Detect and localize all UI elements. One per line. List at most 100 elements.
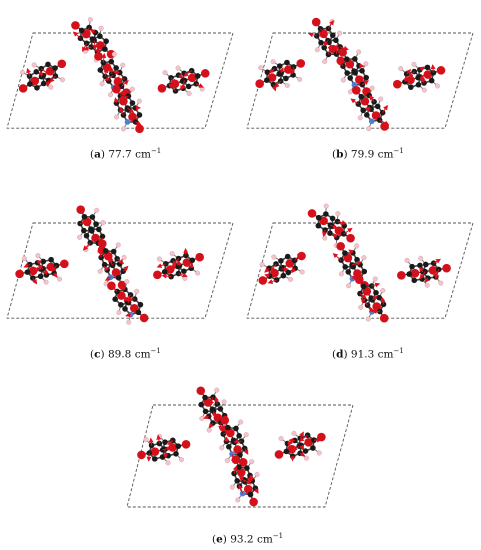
displacement-arrow	[382, 104, 388, 113]
caption-b-letter: b	[336, 148, 344, 161]
hydrogen-atom	[369, 85, 375, 91]
displacement-arrow	[73, 31, 81, 39]
hydrogen-atom	[346, 283, 352, 289]
hydrogen-atom	[126, 319, 132, 325]
carbon-atom	[78, 27, 85, 34]
unit-cell-outline	[126, 404, 354, 508]
hydrogen-atom	[322, 58, 328, 64]
oxygen-atom	[28, 266, 38, 276]
carbon-atom	[278, 266, 285, 272]
carbon-atom	[252, 485, 259, 492]
carbon-atom	[341, 223, 348, 229]
carbon-atom	[146, 450, 153, 456]
crystal-diagram-a	[6, 17, 234, 134]
crystal-diagram-c	[6, 205, 234, 325]
hydrogen-atom	[254, 471, 260, 477]
hydrogen-atom	[178, 457, 184, 463]
displacement-arrow	[40, 68, 50, 76]
hydrogen-atom	[162, 70, 168, 76]
hydrogen-atom	[314, 47, 320, 53]
displacement-arrow	[183, 70, 192, 77]
oxygen-atom	[231, 455, 241, 465]
carbon-atom	[368, 295, 374, 301]
carbon-atom	[411, 277, 418, 284]
carbon-atom	[284, 59, 290, 66]
hydrogen-atom	[224, 458, 230, 464]
oxygen-atom	[181, 440, 191, 449]
hydrogen-atom	[186, 91, 192, 97]
displacement-arrow	[127, 107, 135, 114]
displacement-arrow	[352, 275, 358, 281]
displacement-arrow	[332, 233, 338, 239]
hydrogen-atom	[114, 114, 120, 120]
oxygen-atom	[60, 259, 69, 269]
carbon-atom	[129, 100, 136, 106]
displacement-arrow	[178, 272, 188, 278]
displacement-arrow	[146, 453, 152, 462]
oxygen-atom	[57, 59, 67, 69]
oxygen-atom	[436, 66, 446, 75]
caption-c: (c) 89.8 cm−1	[90, 347, 161, 361]
carbon-atom	[351, 68, 357, 74]
displacement-arrow	[51, 265, 57, 272]
oxygen-atom	[255, 79, 264, 89]
hydrogen-atom	[411, 61, 417, 67]
displacement-arrow	[369, 306, 375, 313]
oxygen-atom	[267, 73, 277, 82]
displacement-arrow	[101, 53, 107, 63]
displacement-arrow	[332, 253, 342, 261]
oxygen-atom	[410, 268, 420, 278]
carbon-atom	[151, 456, 158, 462]
hydrogen-atom	[165, 460, 171, 466]
oxygen-atom	[345, 59, 355, 69]
displacement-arrow	[424, 277, 430, 284]
carbon-atom	[273, 277, 280, 283]
displacement-arrow	[208, 422, 214, 429]
caption-a: (a) 77.7 cm−1	[90, 147, 162, 161]
hydrogen-atom	[59, 77, 65, 83]
hydrogen-atom	[199, 415, 205, 421]
oxygen-atom	[46, 262, 56, 272]
carbon-atom	[162, 261, 169, 267]
displacement-arrow	[172, 258, 179, 266]
hydrogen-atom	[299, 269, 305, 275]
hydrogen-atom	[271, 254, 277, 260]
displacement-arrow	[125, 296, 131, 303]
carbon-atom	[374, 103, 381, 110]
displacement-arrow	[269, 68, 275, 74]
oxygen-atom	[406, 75, 415, 85]
caption-d-letter: d	[336, 348, 344, 361]
hydrogen-atom	[77, 234, 83, 240]
oxygen-atom	[319, 216, 328, 226]
hydrogen-atom	[303, 455, 309, 461]
oxygen-atom	[249, 497, 258, 507]
caption-e: (e) 93.2 cm−1	[212, 532, 284, 546]
displacement-arrow	[209, 397, 215, 407]
oxygen-atom	[258, 276, 268, 285]
oxygen-atom	[355, 75, 364, 84]
carbon-atom	[233, 425, 239, 432]
displacement-arrow	[105, 276, 111, 281]
oxygen-atom	[371, 111, 381, 120]
displacement-arrow	[52, 272, 58, 278]
hydrogen-atom	[214, 387, 220, 393]
carbon-atom	[198, 401, 205, 408]
carbon-atom	[103, 38, 109, 45]
carbon-atom	[417, 66, 423, 73]
carbon-atom	[329, 215, 336, 222]
hydrogen-atom	[404, 257, 410, 263]
oxygen-atom	[128, 112, 137, 122]
carbon-atom	[77, 220, 83, 227]
oxygen-atom	[296, 59, 306, 68]
carbon-atom	[97, 67, 104, 73]
displacement-arrow	[291, 267, 297, 274]
oxygen-atom	[137, 450, 146, 460]
carbon-atom	[290, 72, 296, 78]
carbon-atom	[113, 65, 119, 71]
hydrogen-atom	[340, 77, 346, 83]
displacement-arrow	[238, 484, 244, 494]
displacement-arrow	[270, 263, 277, 272]
carbon-atom	[209, 406, 216, 413]
displacement-arrow	[176, 260, 182, 266]
carbon-atom	[409, 263, 415, 270]
